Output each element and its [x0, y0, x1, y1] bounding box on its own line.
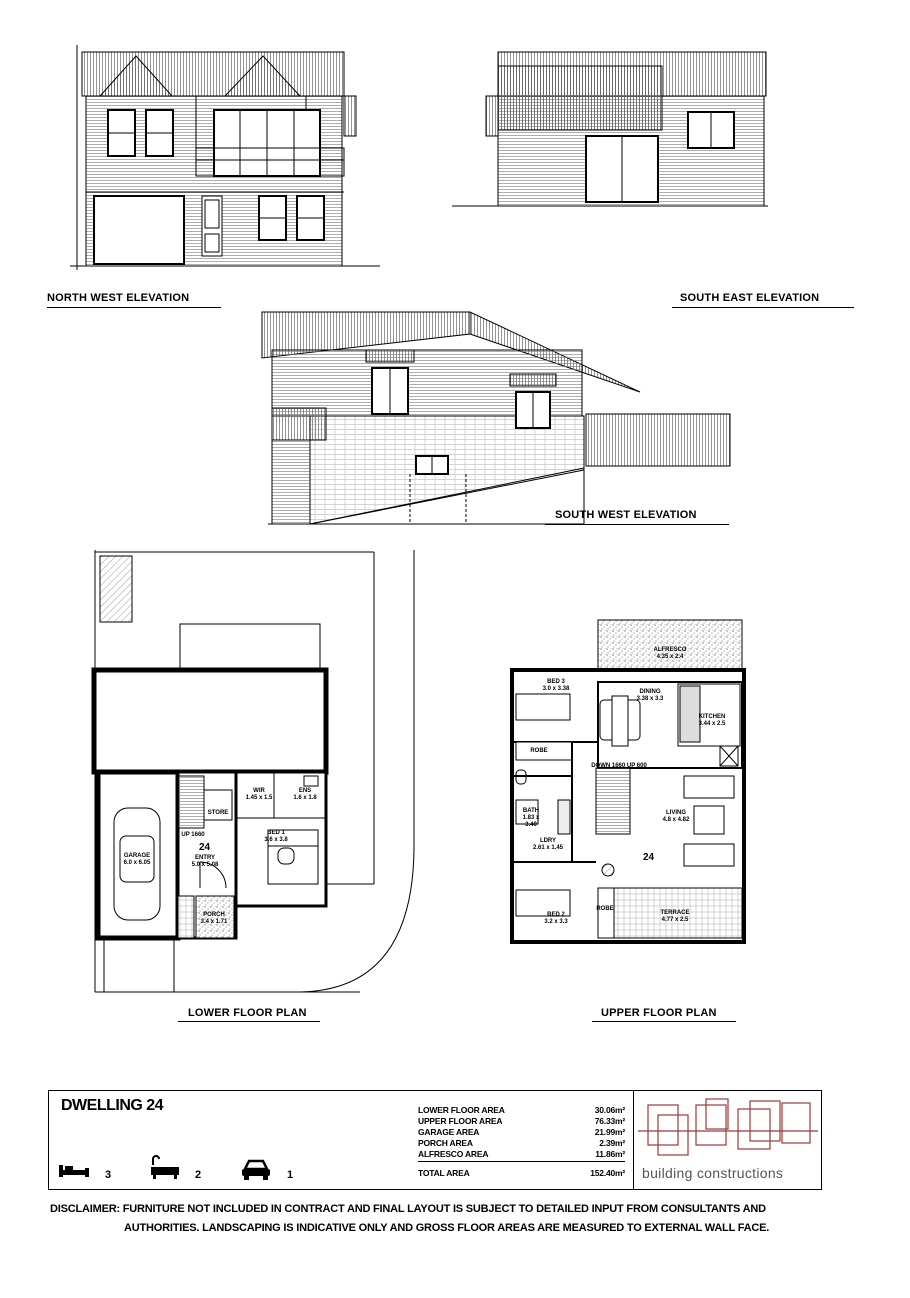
north-west-elevation [70, 45, 380, 270]
north-west-elevation-title: NORTH WEST ELEVATION [47, 292, 190, 304]
area-value-total: 152.40m² [590, 1168, 625, 1178]
bed-icon [59, 1165, 89, 1177]
area-value-porch: 2.39m² [599, 1138, 625, 1148]
dwelling-number-lower: 24 [199, 842, 211, 853]
car-count: 1 [287, 1169, 294, 1181]
room-robe: ROBE [530, 748, 548, 754]
south-west-elevation-title: SOUTH WEST ELEVATION [555, 509, 697, 521]
title-underline [178, 1021, 320, 1022]
area-label-garage: GARAGE AREA [418, 1127, 480, 1137]
dwelling-number-upper: 24 [643, 852, 655, 863]
bathroom-count: 2 [195, 1169, 202, 1181]
area-label-upper: UPPER FLOOR AREA [418, 1116, 503, 1126]
stair-up: UP 1660 [181, 832, 205, 838]
company-logo [638, 1098, 818, 1156]
south-east-elevation-title: SOUTH EAST ELEVATION [680, 292, 820, 304]
area-value-alfresco: 11.86m² [595, 1149, 625, 1159]
bath-icon [151, 1155, 179, 1179]
total-divider [418, 1161, 625, 1162]
bedroom-count: 3 [105, 1169, 112, 1181]
area-label-lower: LOWER FLOOR AREA [418, 1105, 505, 1115]
car-icon [242, 1159, 270, 1180]
upper-floor-plan [510, 619, 746, 944]
area-value-upper: 76.33m² [594, 1116, 625, 1126]
upper-floor-plan-title: UPPER FLOOR PLAN [601, 1007, 717, 1019]
title-underline [47, 307, 221, 308]
area-value-lower: 30.06m² [594, 1105, 625, 1115]
area-label-porch: PORCH AREA [418, 1138, 473, 1148]
logo-text: building constructions [642, 1165, 784, 1181]
title-underline [592, 1021, 736, 1022]
dwelling-title: DWELLING 24 [61, 1097, 164, 1114]
logo-panel: building constructions [633, 1091, 821, 1189]
south-west-elevation [261, 311, 731, 525]
room-robe-2: ROBE [596, 906, 614, 912]
lower-floor-plan-title: LOWER FLOOR PLAN [188, 1007, 307, 1019]
area-label-total: TOTAL AREA [418, 1168, 470, 1178]
disclaimer-line-2: AUTHORITIES. LANDSCAPING IS INDICATIVE O… [124, 1222, 770, 1234]
info-panel: DWELLING 24 3 2 1 LOWER FLOOR AREA 30.06… [48, 1090, 822, 1190]
title-underline [545, 524, 729, 525]
area-label-alfresco: ALFRESCO AREA [418, 1149, 489, 1159]
area-value-garage: 21.99m² [594, 1127, 625, 1137]
lower-floor-plan [91, 550, 415, 993]
title-underline [672, 307, 854, 308]
south-east-elevation [452, 51, 768, 207]
room-store: STORE [207, 810, 229, 816]
disclaimer-line-1: DISCLAIMER: FURNITURE NOT INCLUDED IN CO… [50, 1203, 766, 1215]
stair-down-up: DOWN 1660 UP 600 [591, 763, 647, 769]
